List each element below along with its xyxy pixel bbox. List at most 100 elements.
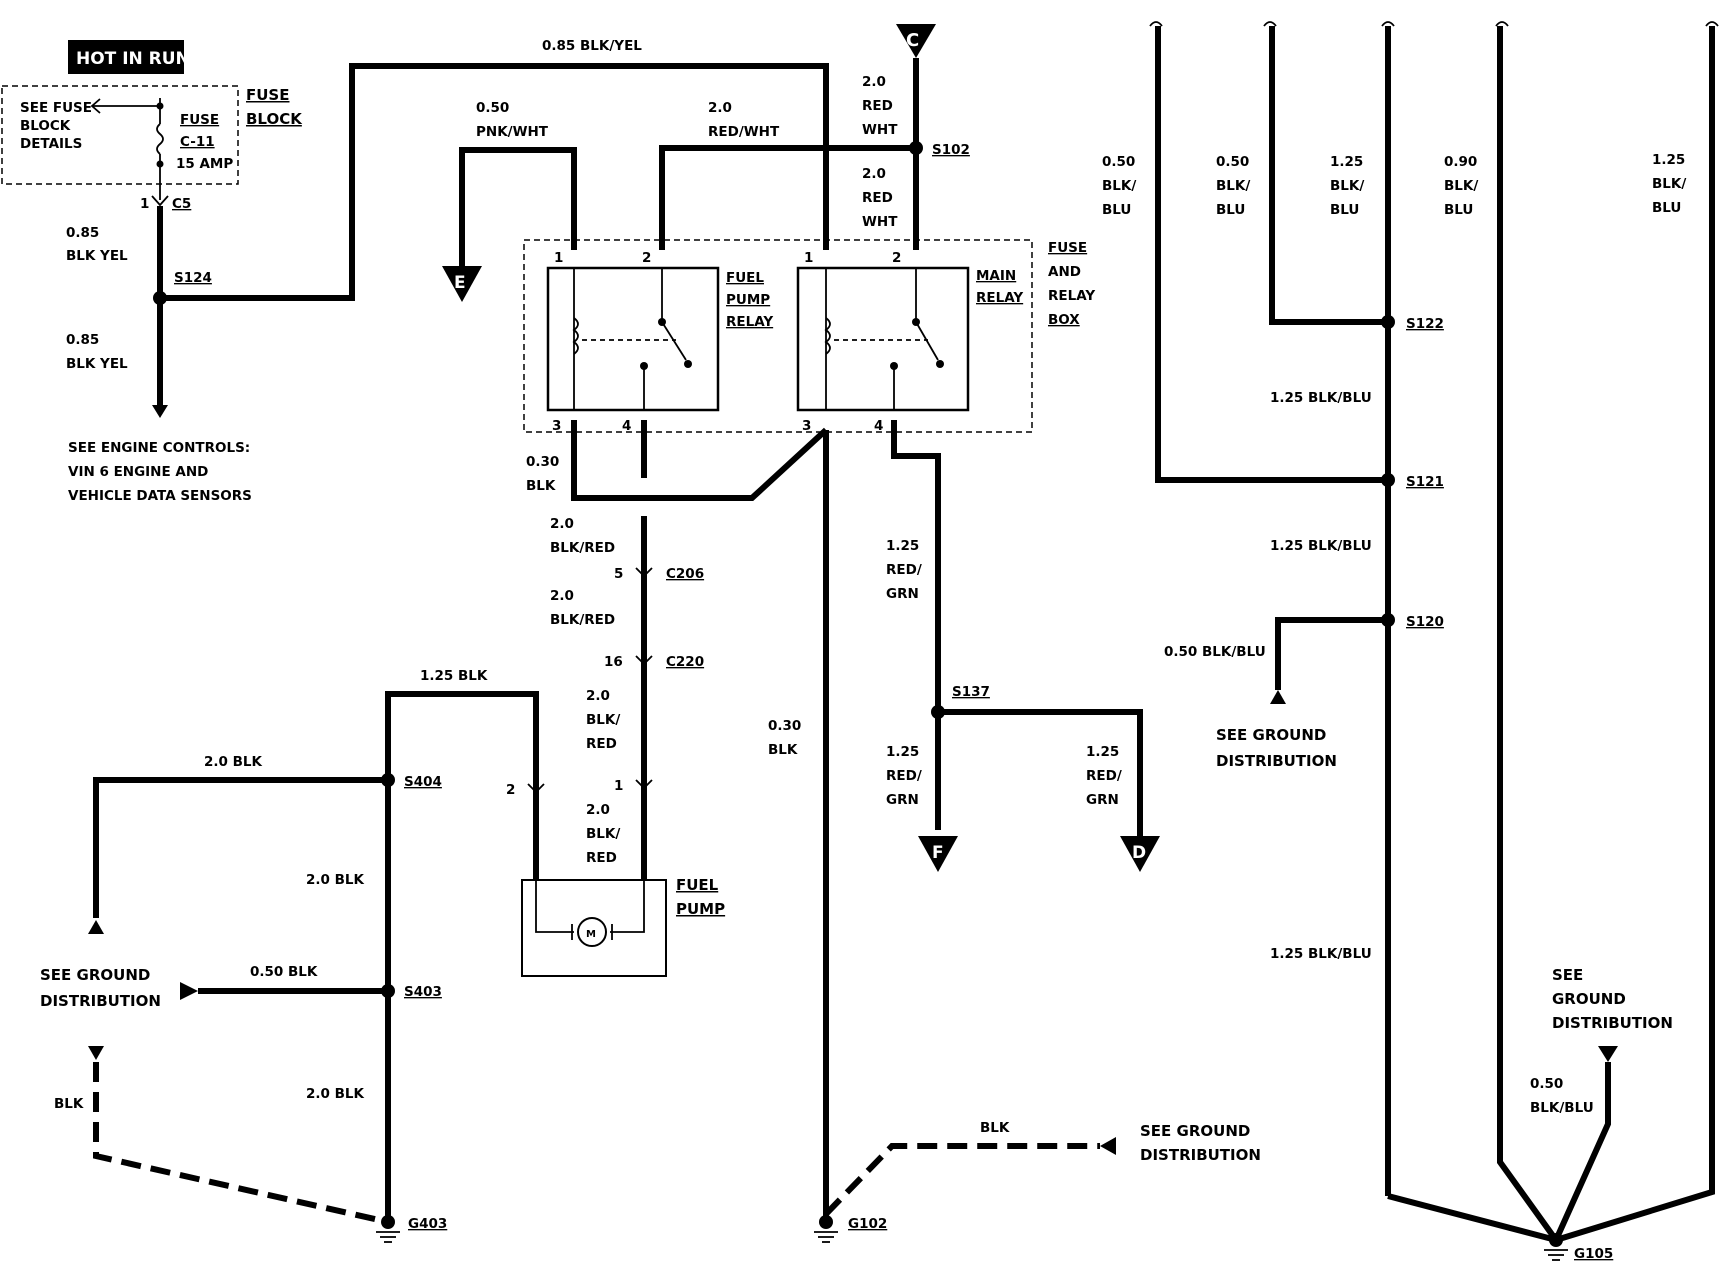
svg-text:1.25: 1.25 bbox=[1086, 744, 1119, 760]
svg-text:BLK/BLU: BLK/BLU bbox=[1530, 1100, 1594, 1116]
svg-text:BLK YEL: BLK YEL bbox=[66, 356, 128, 372]
svg-text:1.25 BLK: 1.25 BLK bbox=[420, 668, 488, 684]
fuse-block-title-2: BLOCK bbox=[246, 110, 303, 128]
svg-text:BLK: BLK bbox=[526, 478, 556, 494]
svg-text:GROUND: GROUND bbox=[1552, 990, 1626, 1008]
svg-text:BLK: BLK bbox=[54, 1096, 84, 1112]
hot-in-run-label: HOT IN RUN bbox=[76, 49, 190, 69]
svg-text:BLK/: BLK/ bbox=[1444, 178, 1478, 194]
svg-text:4: 4 bbox=[874, 418, 883, 434]
ground-g102 bbox=[819, 1215, 833, 1229]
svg-text:GRN: GRN bbox=[886, 586, 919, 602]
svg-text:5: 5 bbox=[614, 566, 623, 582]
svg-text:RED: RED bbox=[862, 98, 893, 114]
svg-text:RED/: RED/ bbox=[886, 562, 922, 578]
see-fuse-text-3: DETAILS bbox=[20, 136, 82, 152]
svg-text:0.50 BLK/BLU: 0.50 BLK/BLU bbox=[1164, 644, 1266, 660]
splice-s121 bbox=[1381, 473, 1395, 487]
svg-text:S102: S102 bbox=[932, 142, 970, 158]
see-ground-distribution-s120: SEE GROUND bbox=[1216, 726, 1326, 744]
relay-bottom-wiring: 0.30 BLK 2.0 BLK/RED 5 C206 2.0 BLK/RED … bbox=[526, 420, 829, 880]
svg-text:2.0 BLK: 2.0 BLK bbox=[204, 754, 263, 770]
svg-text:WHT: WHT bbox=[862, 122, 898, 138]
svg-text:0.90: 0.90 bbox=[1444, 154, 1477, 170]
svg-text:2.0: 2.0 bbox=[550, 516, 574, 532]
connector-c5: C5 bbox=[172, 196, 191, 212]
svg-text:VEHICLE DATA SENSORS: VEHICLE DATA SENSORS bbox=[68, 488, 252, 504]
main-relay: MAIN RELAY 1 2 3 4 bbox=[796, 250, 1023, 434]
svg-text:GRN: GRN bbox=[1086, 792, 1119, 808]
arrow-up-icon bbox=[88, 920, 104, 934]
see-ground-distribution-mid: SEE GROUND bbox=[1140, 1122, 1250, 1140]
svg-text:0.50 BLK: 0.50 BLK bbox=[250, 964, 318, 980]
svg-text:PUMP: PUMP bbox=[676, 900, 725, 918]
relay-coil-icon bbox=[824, 317, 831, 355]
svg-text:DISTRIBUTION: DISTRIBUTION bbox=[1552, 1014, 1673, 1032]
g102-branch: 0.30 BLK G102 BLK SEE GROUND DISTRIBUTIO… bbox=[768, 430, 1261, 1243]
splice-s122 bbox=[1381, 315, 1395, 329]
svg-text:1.25: 1.25 bbox=[1652, 152, 1685, 168]
svg-text:RED: RED bbox=[586, 850, 617, 866]
svg-text:AND: AND bbox=[1048, 264, 1081, 280]
svg-text:1.25: 1.25 bbox=[886, 744, 919, 760]
fuel-pump-relay: FUEL PUMP RELAY 1 2 3 4 bbox=[546, 250, 773, 434]
svg-text:1.25 BLK/BLU: 1.25 BLK/BLU bbox=[1270, 390, 1372, 406]
svg-text:BLU: BLU bbox=[1444, 202, 1473, 218]
hot-in-run-badge: HOT IN RUN bbox=[68, 40, 190, 74]
fuse-relay-box: FUSE AND RELAY BOX FUEL PUMP RELAY 1 2 3… bbox=[523, 239, 1095, 434]
svg-text:S122: S122 bbox=[1406, 316, 1444, 332]
svg-text:2.0 BLK: 2.0 BLK bbox=[306, 872, 365, 888]
pnk-wht-to-e: E 0.50 PNK/WHT bbox=[442, 100, 577, 302]
ground-left-side: 2 1.25 BLK S404 2.0 BLK 2.0 BLK SEE GROU… bbox=[40, 668, 545, 1243]
svg-text:RELAY: RELAY bbox=[976, 290, 1023, 306]
svg-text:M: M bbox=[586, 929, 596, 940]
svg-text:16: 16 bbox=[604, 654, 623, 670]
svg-text:RED/: RED/ bbox=[886, 768, 922, 784]
svg-text:BLK/RED: BLK/RED bbox=[550, 540, 615, 556]
svg-text:RED/: RED/ bbox=[1086, 768, 1122, 784]
off-page-d: D bbox=[1132, 843, 1146, 863]
svg-text:0.50: 0.50 bbox=[1102, 154, 1135, 170]
svg-text:0.85: 0.85 bbox=[66, 332, 99, 348]
off-page-f: F bbox=[932, 843, 944, 863]
arrow-right-icon bbox=[180, 982, 198, 1000]
svg-text:S137: S137 bbox=[952, 684, 990, 700]
svg-text:RED: RED bbox=[586, 736, 617, 752]
svg-text:RELAY: RELAY bbox=[726, 314, 773, 330]
svg-text:BLK YEL: BLK YEL bbox=[66, 248, 128, 264]
off-page-connector-f-icon bbox=[918, 836, 958, 872]
svg-text:1.25: 1.25 bbox=[886, 538, 919, 554]
right-ground-bus: 0.50 BLK/ BLU 0.50 BLK/ BLU 1.25 BLK/ BL… bbox=[1102, 21, 1719, 1262]
svg-text:G105: G105 bbox=[1574, 1246, 1613, 1262]
connector-c5-icon bbox=[151, 195, 169, 207]
svg-text:BLK: BLK bbox=[980, 1120, 1010, 1136]
svg-text:DISTRIBUTION: DISTRIBUTION bbox=[40, 992, 161, 1010]
fuse-block-title-1: FUSE bbox=[246, 86, 289, 104]
svg-text:RED/WHT: RED/WHT bbox=[708, 124, 780, 140]
svg-text:1.25: 1.25 bbox=[1330, 154, 1363, 170]
svg-text:S121: S121 bbox=[1406, 474, 1444, 490]
svg-text:BOX: BOX bbox=[1048, 312, 1080, 328]
svg-text:BLK: BLK bbox=[768, 742, 798, 758]
svg-text:DISTRIBUTION: DISTRIBUTION bbox=[1216, 752, 1337, 770]
svg-text:PUMP: PUMP bbox=[726, 292, 770, 308]
svg-text:RELAY: RELAY bbox=[1048, 288, 1095, 304]
off-page-e: E bbox=[454, 273, 466, 293]
svg-text:2: 2 bbox=[506, 782, 515, 798]
svg-text:S403: S403 bbox=[404, 984, 442, 1000]
svg-text:2.0: 2.0 bbox=[586, 802, 610, 818]
svg-text:1: 1 bbox=[140, 196, 149, 212]
svg-text:RED: RED bbox=[862, 190, 893, 206]
svg-text:4: 4 bbox=[622, 418, 631, 434]
svg-text:2.0: 2.0 bbox=[586, 688, 610, 704]
connector-c220: C220 bbox=[666, 654, 704, 670]
svg-text:BLK/: BLK/ bbox=[586, 712, 620, 728]
off-page-c-s102: C S102 2.0 RED WHT 2.0 RED WHT 2.0 RED/W… bbox=[659, 24, 970, 250]
arrow-up-icon bbox=[1270, 690, 1286, 704]
svg-text:0.85 BLK/YEL: 0.85 BLK/YEL bbox=[542, 38, 642, 54]
svg-text:2.0 BLK: 2.0 BLK bbox=[306, 1086, 365, 1102]
ground-g105 bbox=[1549, 1233, 1563, 1247]
fuse-label: FUSE bbox=[180, 112, 219, 128]
see-fuse-arrow-icon bbox=[90, 98, 101, 114]
